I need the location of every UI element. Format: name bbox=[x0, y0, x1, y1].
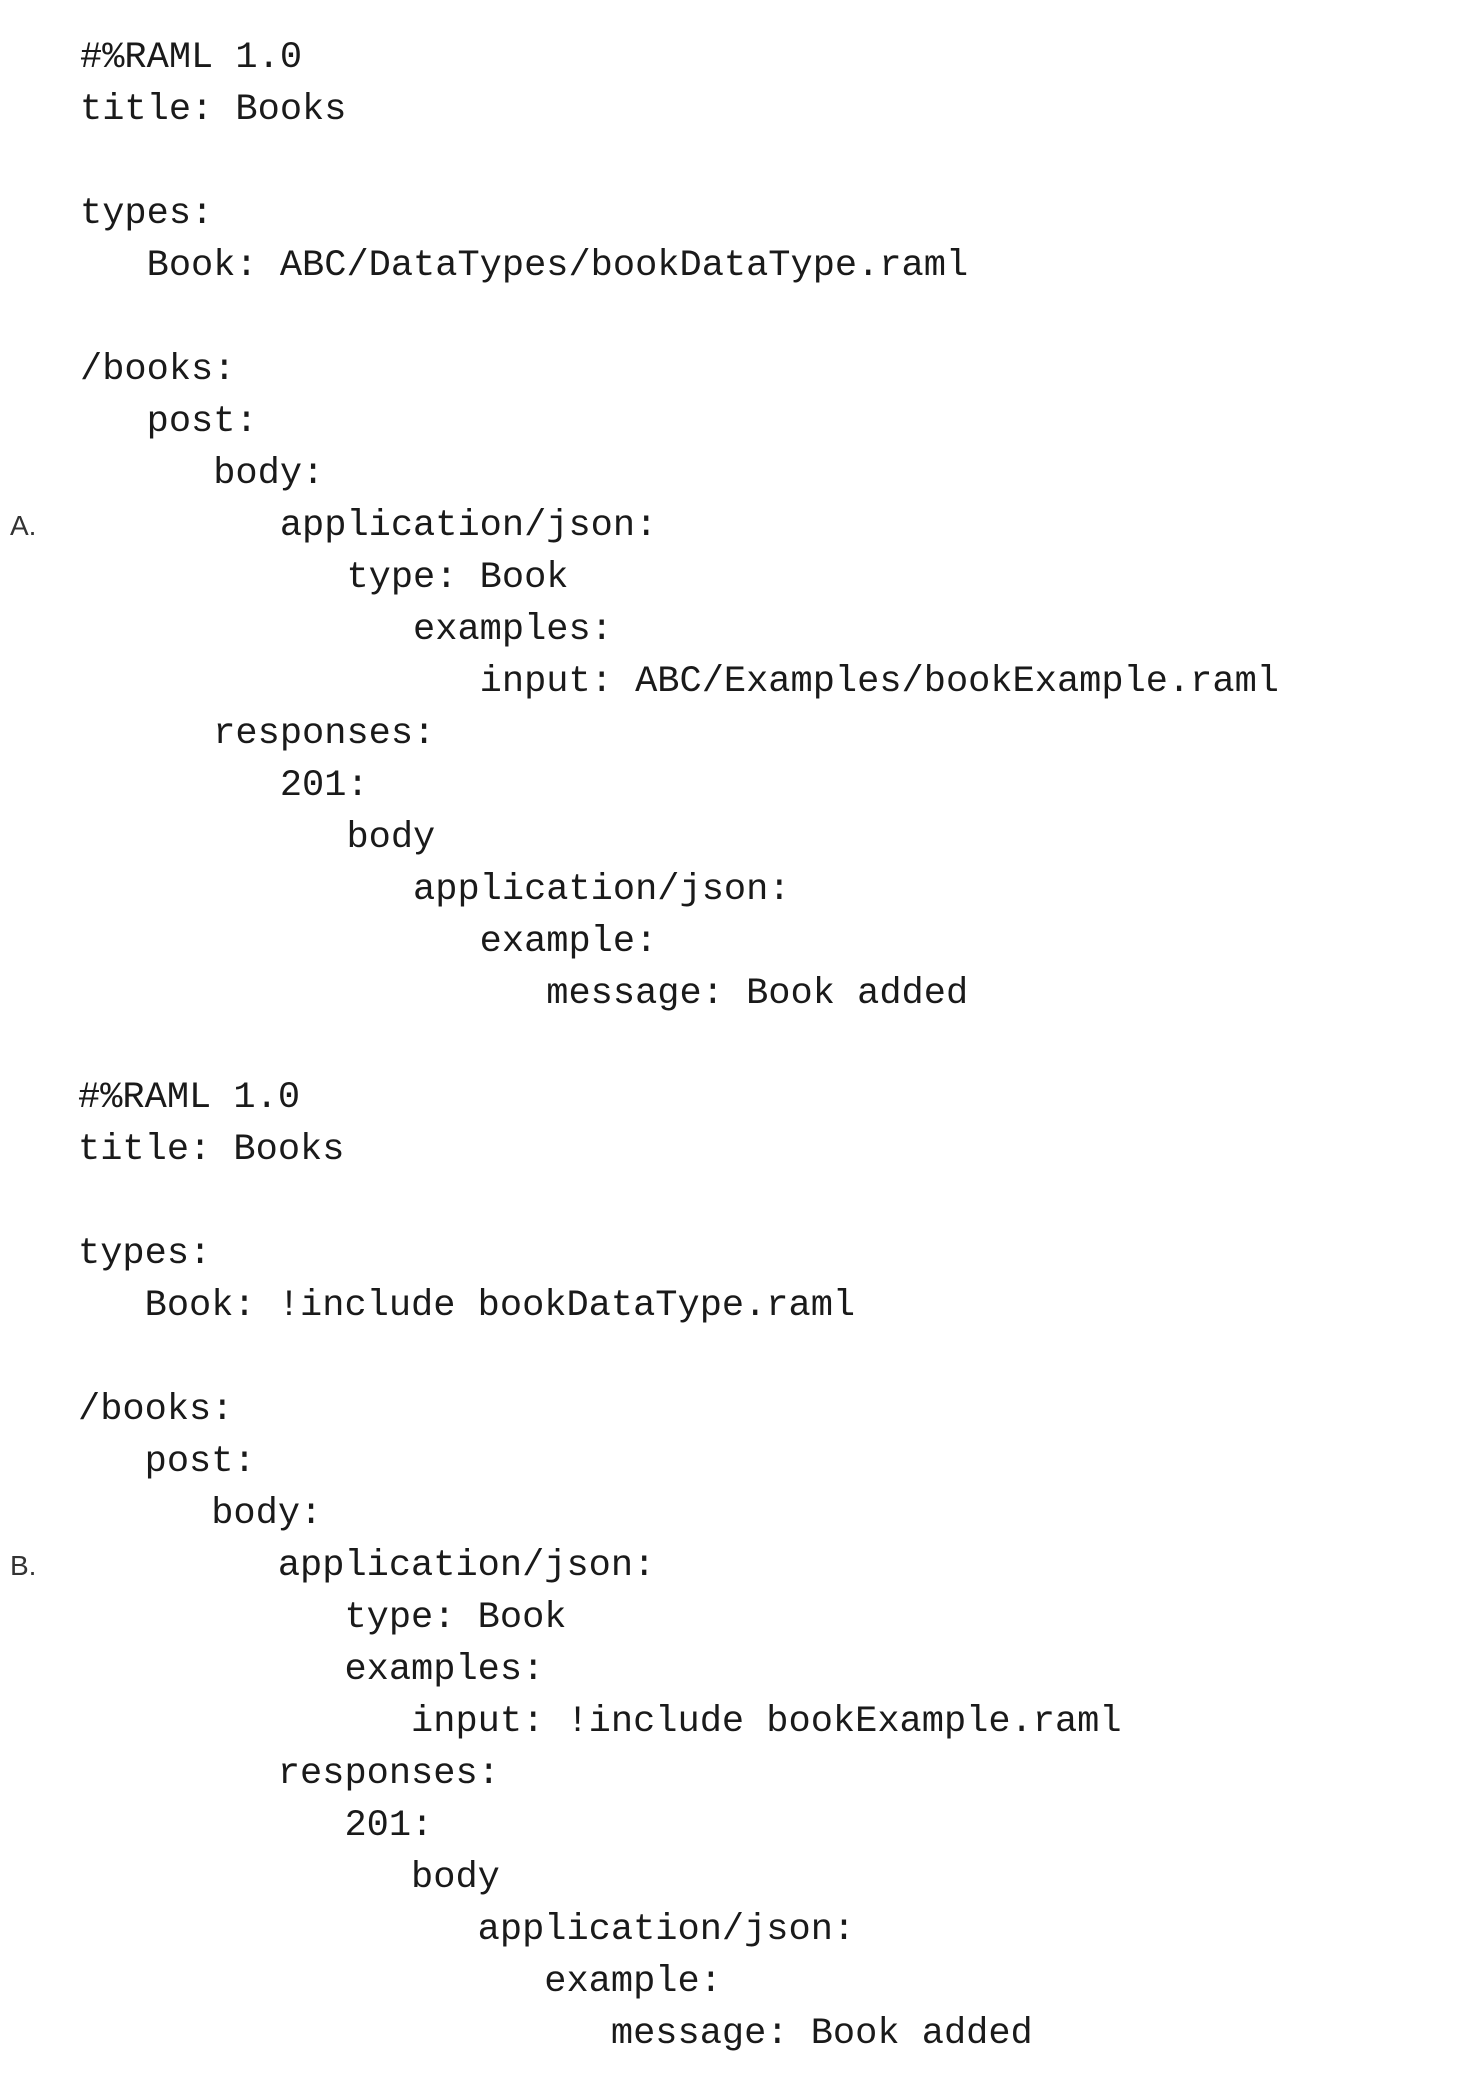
code-line: types: bbox=[78, 1233, 212, 1275]
code-line: title: Books bbox=[80, 89, 347, 131]
code-line: type: Book bbox=[78, 1597, 567, 1639]
code-line: #%RAML 1.0 bbox=[78, 1077, 301, 1119]
code-line: application/json: bbox=[80, 869, 791, 911]
option-label: A. bbox=[10, 510, 37, 541]
code-line: application/json: bbox=[80, 505, 658, 547]
code-line: Book: ABC/DataTypes/bookDataType.raml bbox=[80, 245, 969, 287]
code-line: input: !include bookExample.raml bbox=[78, 1701, 1122, 1743]
code-line: input: ABC/Examples/bookExample.raml bbox=[80, 661, 1279, 703]
code-line: post: bbox=[78, 1441, 256, 1483]
code-line: message: Book added bbox=[80, 973, 969, 1015]
code-line: examples: bbox=[78, 1649, 545, 1691]
code-line bbox=[0, 1176, 1473, 1228]
code-line: #%RAML 1.0 bbox=[80, 37, 303, 79]
code-line: body: bbox=[80, 453, 325, 495]
code-line: post: bbox=[80, 401, 258, 443]
code-line: responses: bbox=[78, 1753, 500, 1795]
code-line: responses: bbox=[80, 713, 436, 755]
code-line: body: bbox=[78, 1493, 323, 1535]
raml-code-block: #%RAML 1.0 title: Books types: Book: ABC… bbox=[0, 32, 1473, 1020]
code-line: 201: bbox=[80, 765, 369, 807]
code-line: example: bbox=[80, 921, 658, 963]
code-line bbox=[0, 1332, 1473, 1384]
code-line: types: bbox=[80, 193, 214, 235]
code-line: message: Book added bbox=[78, 2013, 1033, 2055]
option-label: B. bbox=[10, 1550, 37, 1581]
code-line: application/json: bbox=[78, 1909, 856, 1951]
code-line: application/json: bbox=[78, 1545, 656, 1587]
code-line: example: bbox=[78, 1961, 722, 2003]
code-line: /books: bbox=[80, 349, 236, 391]
code-line: Book: !include bookDataType.raml bbox=[78, 1285, 856, 1327]
code-line: type: Book bbox=[80, 557, 569, 599]
code-line bbox=[0, 136, 1473, 188]
code-line: examples: bbox=[80, 609, 613, 651]
code-line: body bbox=[80, 817, 436, 859]
raml-code-block: #%RAML 1.0 title: Books types: Book: !in… bbox=[0, 1072, 1473, 2060]
code-line: 201: bbox=[78, 1805, 434, 1847]
code-line: title: Books bbox=[78, 1129, 345, 1171]
code-line: body bbox=[78, 1857, 500, 1899]
code-line: /books: bbox=[78, 1389, 234, 1431]
code-line bbox=[0, 292, 1473, 344]
